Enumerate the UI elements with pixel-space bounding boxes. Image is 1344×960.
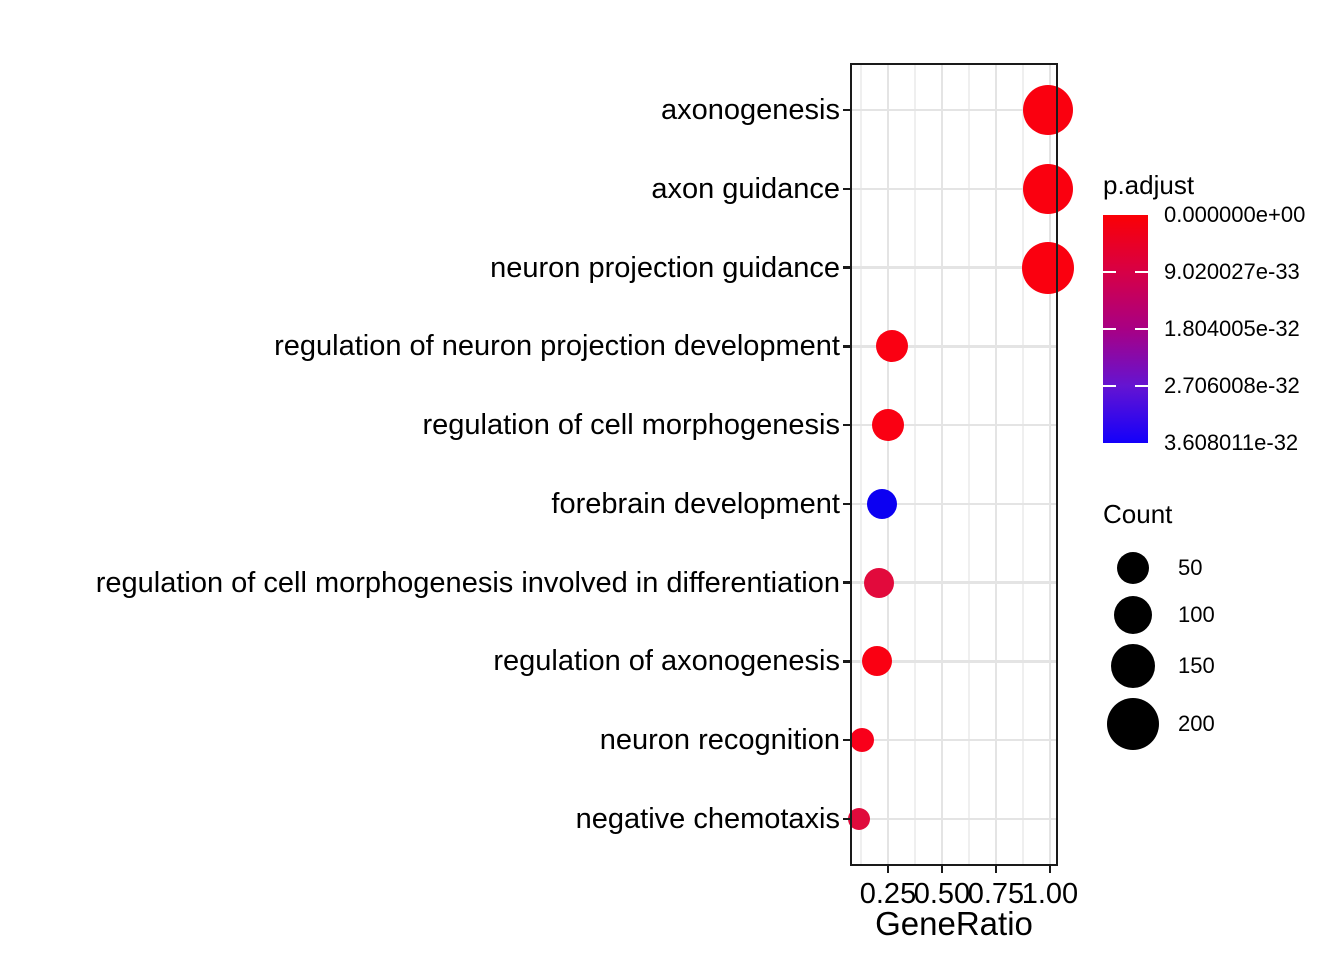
gridline-major-y bbox=[850, 738, 1058, 742]
y-axis-label: axonogenesis bbox=[661, 94, 840, 127]
y-axis-tick bbox=[843, 502, 850, 506]
gridline-minor-x bbox=[860, 63, 862, 866]
gridline-major-x bbox=[994, 63, 998, 866]
size-legend-circle bbox=[1117, 552, 1149, 584]
size-legend-circle bbox=[1107, 698, 1159, 750]
colorbar-tick bbox=[1135, 384, 1148, 388]
plot-panel bbox=[848, 63, 1074, 866]
gridline-major-x bbox=[886, 63, 890, 866]
color-legend-title: p.adjust bbox=[1103, 170, 1195, 200]
y-axis-label: neuron projection guidance bbox=[490, 251, 840, 284]
x-axis-tick bbox=[886, 866, 890, 873]
y-axis-tick bbox=[843, 109, 850, 112]
y-axis-label: negative chemotaxis bbox=[575, 802, 840, 835]
y-axis-tick bbox=[843, 817, 850, 820]
x-axis-tick-label: 0.25 bbox=[859, 878, 917, 910]
size-legend-label: 50 bbox=[1178, 555, 1203, 580]
gridline-minor-x bbox=[914, 63, 916, 866]
x-axis-title: GeneRatio bbox=[875, 905, 1033, 942]
gridline-major-y bbox=[850, 266, 1058, 269]
x-axis-tick bbox=[994, 866, 998, 873]
gridline-major-y bbox=[850, 187, 1058, 191]
data-point bbox=[861, 646, 892, 677]
size-legend-circle bbox=[1111, 644, 1155, 688]
colorbar-tick-label: 0.000000e+00 bbox=[1164, 202, 1306, 227]
y-axis-tick bbox=[843, 345, 850, 348]
data-point bbox=[848, 807, 871, 830]
colorbar-tick bbox=[1135, 327, 1148, 331]
data-point bbox=[866, 488, 897, 519]
size-legend-label: 200 bbox=[1178, 711, 1215, 736]
y-axis-label: axon guidance bbox=[651, 172, 840, 205]
y-axis-label: forebrain development bbox=[551, 487, 840, 520]
colorbar-tick bbox=[1103, 384, 1116, 388]
size-legend-title: Count bbox=[1103, 499, 1173, 529]
colorbar-tick-label: 1.804005e-32 bbox=[1164, 316, 1300, 341]
data-point bbox=[850, 728, 875, 753]
data-point bbox=[863, 567, 894, 598]
y-axis-label: neuron recognition bbox=[599, 724, 840, 757]
y-axis-tick bbox=[843, 738, 850, 742]
gridline-major-y bbox=[850, 817, 1058, 820]
x-axis-tick-label: 0.75 bbox=[967, 878, 1025, 910]
y-axis-label: regulation of cell morphogenesis bbox=[422, 409, 840, 442]
x-axis-tick bbox=[1048, 866, 1052, 873]
y-axis-tick bbox=[843, 266, 850, 269]
colorbar-tick-label: 3.608011e-32 bbox=[1164, 430, 1299, 455]
gridline-minor-x bbox=[1022, 63, 1024, 866]
data-point bbox=[1022, 163, 1073, 214]
colorbar-tick bbox=[1135, 270, 1148, 274]
gridline-major-y bbox=[850, 581, 1058, 584]
gridline-major-y bbox=[850, 345, 1058, 348]
x-axis-tick-label: 1.00 bbox=[1021, 878, 1079, 910]
x-axis-tick-label: 0.50 bbox=[913, 878, 971, 910]
size-legend-label: 150 bbox=[1178, 653, 1215, 678]
colorbar-tick-label: 9.020027e-33 bbox=[1164, 259, 1300, 284]
gridline-major-y bbox=[850, 423, 1058, 427]
x-axis-tick bbox=[940, 866, 944, 873]
y-axis-tick bbox=[843, 423, 850, 427]
y-axis-label: regulation of cell morphogenesis involve… bbox=[95, 566, 840, 599]
data-point bbox=[875, 330, 908, 363]
colorbar-tick bbox=[1103, 327, 1116, 331]
y-axis-label: regulation of axonogenesis bbox=[493, 645, 840, 678]
gridline-major-y bbox=[850, 109, 1058, 112]
colorbar-tick-label: 2.706008e-32 bbox=[1164, 373, 1300, 398]
colorbar-tick bbox=[1103, 270, 1116, 274]
gridline-major-y bbox=[850, 660, 1058, 663]
y-axis-label: regulation of neuron projection developm… bbox=[274, 330, 840, 363]
gridline-major-y bbox=[850, 502, 1058, 506]
y-axis-tick bbox=[843, 187, 850, 191]
gridline-major-x bbox=[940, 63, 944, 866]
data-point bbox=[1021, 241, 1074, 294]
size-legend-label: 100 bbox=[1178, 602, 1215, 627]
y-axis-tick bbox=[843, 581, 850, 584]
gridline-minor-x bbox=[968, 63, 970, 866]
gridline-major-x bbox=[1048, 63, 1052, 866]
size-legend-circle bbox=[1114, 596, 1152, 634]
data-point bbox=[871, 409, 904, 442]
data-point bbox=[1022, 85, 1073, 136]
y-axis-tick bbox=[843, 660, 850, 663]
